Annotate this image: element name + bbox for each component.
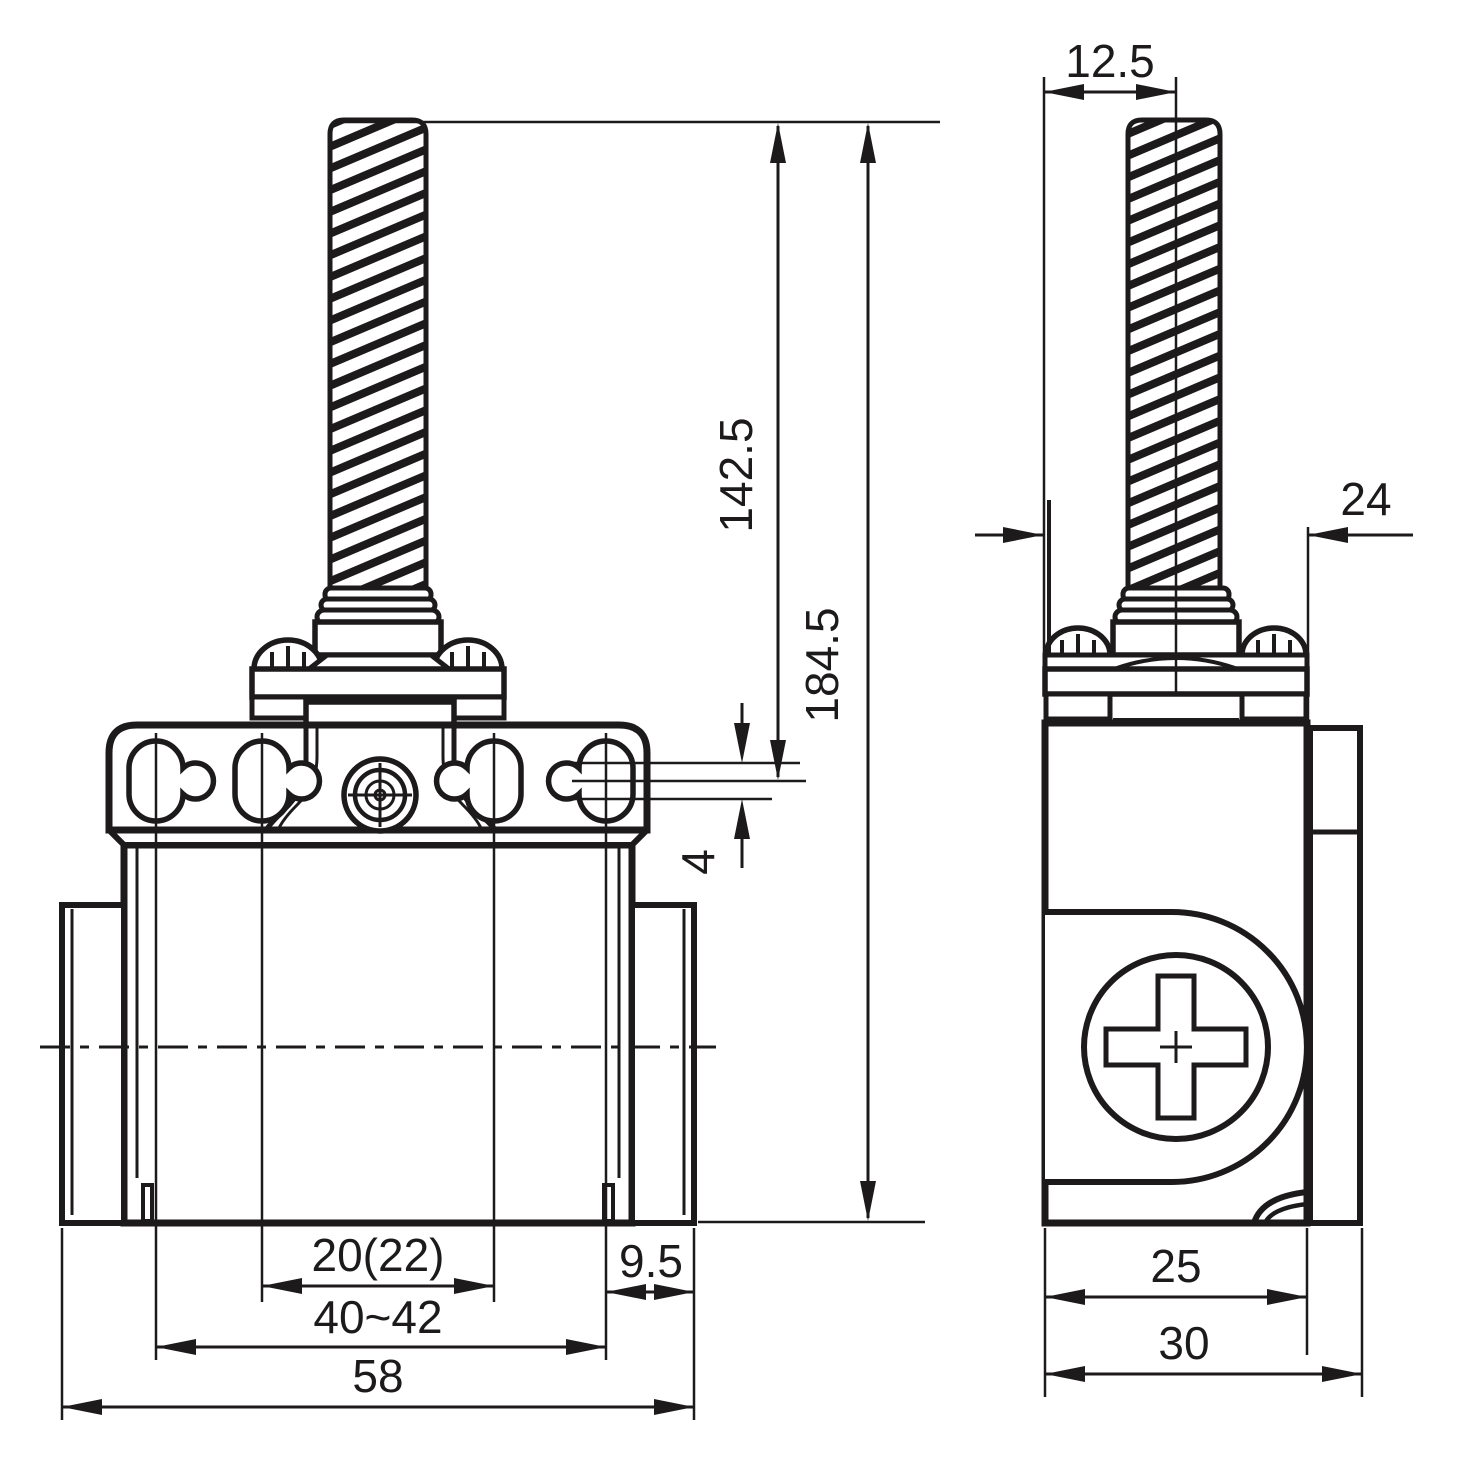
dim-label-mounting-slot-width: 4 (672, 849, 724, 875)
actuator-neck (312, 619, 444, 658)
spring-rod-icon (327, 117, 429, 591)
center-screw-icon (341, 756, 419, 834)
front-view-dimensions: 142.5 184.5 4 20(22) 9.5 40~42 58 (60, 120, 940, 1420)
dim-label-side-projection: 9.5 (619, 1235, 683, 1287)
dim-label-body-depth: 24 (1340, 473, 1391, 525)
dim-label-front-depth: 25 (1150, 1240, 1201, 1292)
switch-body-front (120, 841, 636, 1227)
cap-band (249, 666, 507, 700)
rear-panel (1307, 725, 1363, 1226)
dim-label-spring-center-offset: 12.5 (1065, 35, 1155, 87)
dim-label-hole-pitch-outer: 40~42 (313, 1291, 442, 1343)
side-view (1041, 77, 1363, 1227)
dim-label-hole-pitch-inner: 20(22) (312, 1229, 445, 1281)
spring-rod-side-icon (1125, 117, 1223, 591)
side-view-dimensions: 12.5 24 25 30 (975, 35, 1413, 1397)
dim-label-overall-width: 58 (352, 1350, 403, 1402)
front-view (40, 117, 716, 1227)
dim-label-overall-height: 184.5 (796, 607, 848, 722)
dim-label-overall-depth: 30 (1158, 1317, 1209, 1369)
dim-label-actuator-to-hole-center: 142.5 (710, 417, 762, 532)
phillips-screw-icon (1081, 952, 1271, 1142)
bottom-tongue (1251, 1189, 1308, 1225)
plate-chamfer (106, 827, 650, 848)
